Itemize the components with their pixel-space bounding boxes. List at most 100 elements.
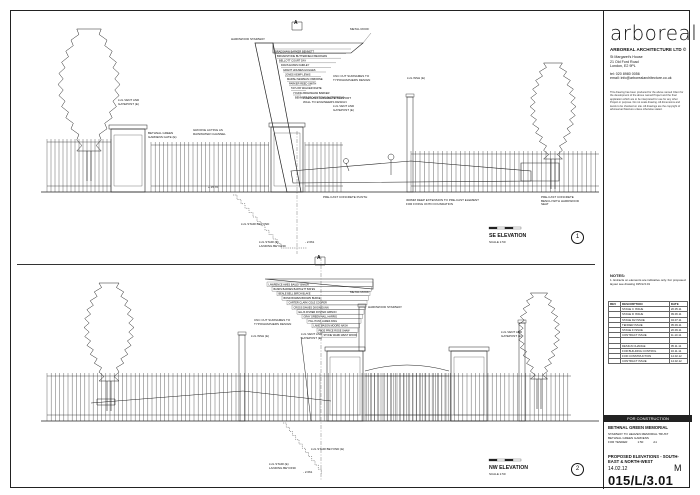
company-address: St Margaret's House 21 Old Ford Road Lon… (610, 55, 686, 81)
drawing-title: PROPOSED ELEVATIONS - SOUTH-EAST & NORTH… (608, 454, 679, 464)
se-section-box (291, 21, 303, 31)
company-name: ARBOREAL ARCHITECTURE LTD © (610, 47, 687, 52)
se-scale-bar-segment (488, 226, 498, 230)
level-marker-se-1: + 15.70 (208, 185, 219, 189)
nw-lul-stair (283, 422, 322, 474)
label-lul-stair-nw: LUL STAIR BEYOND (E) (311, 447, 345, 451)
contact-email: email: info@arborealarchitecture.co.uk (610, 76, 672, 81)
label-cnc-cut-nw: CNC CUT SURNAMES TO TYPOGRAPHERS DESIGN (254, 318, 292, 326)
nw-gatepost-left-panel (329, 356, 361, 416)
se-elevation-title: SE ELEVATION (489, 233, 527, 239)
label-lul-vent2-se: LUL VENT AND GATEPOST (E) (333, 104, 355, 112)
nw-lul-wsh (238, 334, 246, 422)
notes-heading: NOTES: (610, 273, 626, 278)
nw-surname-row: CARTER CLARK COLE COOPER (289, 302, 327, 305)
nw-scale-bar-segment (496, 458, 506, 462)
section-marker-se: A (294, 20, 298, 26)
se-lul-wash-cap (405, 93, 415, 98)
address-line: St Margaret's House (610, 55, 643, 59)
nw-section-box (314, 256, 326, 266)
revision-cell-desc: CONTRACT ISSUE (619, 358, 670, 365)
title-block: arboreal ARBOREAL ARCHITECTURE LTD © St … (603, 11, 697, 489)
label-lul-vent-nw: LUL VENT AND GATEPOST (E) (301, 332, 323, 340)
drawing-scale: 1:50 (637, 440, 644, 444)
nw-name-step (321, 332, 357, 338)
nw-surname-row: LAWRENCE AMES BAILEY BAKER (269, 283, 309, 286)
nw-surname-row: ELLIS FISHER FOSTER GIBSON (299, 311, 337, 314)
project-meta: STAIRWAY TO HEAVEN MEMORIAL TRUST BETHNA… (608, 432, 688, 444)
nw-gatepost-left (326, 350, 364, 422)
nw-scale-bar-segment (488, 458, 498, 462)
label-hardwood-stairway-nw: HARDWOOD STAIRWAY (368, 305, 403, 309)
se-figure-body (345, 162, 350, 172)
label-lul-vent-se: LUL VENT AND GATEPOST (E) (118, 98, 140, 106)
se-surname-row: JONES KEMP LEWIS (285, 72, 311, 76)
nw-scale-bar-segment (504, 458, 514, 462)
revision-cell-rev (608, 358, 621, 365)
nw-surname-row: HILL HUNT JAMES KING (309, 320, 338, 323)
level-marker-nw: - 2.661 (303, 470, 313, 474)
nw-surname-row: BANKS BARNES BARTLETT BATES (274, 288, 316, 291)
nw-gatepost-right (450, 350, 488, 422)
se-lul-stair (233, 194, 282, 248)
label-bench: PRE-CAST CONCRETE BENCH WITH HARDWOOD SE… (541, 195, 579, 207)
drawing-number: 015/L/3.01 (608, 473, 674, 488)
label-lul-wsh-nw: LUL WSH (E) (251, 334, 270, 338)
se-scale-bar-segment (504, 226, 514, 230)
client-name: STAIRWAY TO HEAVEN MEMORIAL TRUST (608, 432, 669, 436)
label-foundation-extension: 300MM DEEP EXTENSION TO PRE-CAST ELEMENT… (406, 198, 479, 206)
nw-scale-bar-segment (512, 458, 522, 462)
se-surname-row: MARSH NEWMAN OSBORNE (287, 77, 323, 81)
label-bethnal-gate: BETHNAL GREEN GARDENS GATE (E) (148, 131, 177, 139)
status-bar: FOR CONSTRUCTION (604, 415, 692, 422)
drawing-date: 14.02.12 (608, 466, 628, 472)
notes-text: 1. Extracts on elements are indicative o… (610, 278, 686, 286)
se-gatepost-centre-panel (273, 132, 301, 187)
se-elevation-number: 1 (571, 231, 584, 244)
se-surname-row: YOUNG BRADSHAW BARKER (293, 91, 330, 95)
tree-canopy (83, 282, 135, 382)
se-figure-head (343, 158, 349, 164)
label-hardwood-stairway-se: HARDWOOD STAIRWAY (231, 37, 266, 41)
label-lul-vent2-nw: LUL VENT AND GATEPOST (E) (501, 330, 523, 338)
disclaimer-text: This drawing has been produced for the a… (610, 91, 684, 112)
label-plinth: PRE-CAST CONCRETE PLINTH (323, 195, 368, 199)
address-line: 21 Old Ford Road (610, 59, 639, 64)
label-precast-wall: PRE-CAST CONCRETE SUPPORT WALL TO ENGINE… (303, 96, 352, 104)
nw-gatepost-right-cap (448, 346, 490, 352)
revision-letter: M (674, 463, 682, 473)
site-name: BETHNAL GREEN GARDENS (608, 436, 649, 440)
address-line: London, E2 9PL (610, 64, 636, 69)
label-groove: GROOVE ACTING AS RAINWATER CHANNEL (193, 128, 226, 136)
nw-gatepost-right-panel (453, 356, 485, 416)
label-metal-roof-nw: METAL ROOF (350, 290, 370, 294)
nw-surname-row: LANE MASON MOORE NASH (314, 325, 348, 328)
nw-ramp (90, 390, 332, 404)
revision-header-row: REV DESCRIPTION DATE (608, 300, 689, 308)
se-lul-wash (406, 96, 414, 193)
se-gatepost-left-panel (113, 134, 143, 187)
section-marker-nw: A (317, 255, 321, 261)
sheet-size: A1 (653, 440, 657, 444)
nw-bench (96, 398, 116, 406)
se-figure-head (387, 153, 395, 161)
nw-gate-arch (364, 364, 450, 372)
se-gatepost-centre (270, 126, 304, 193)
nw-surname-row: PAGE PRICE ROSE SHAW (319, 329, 351, 332)
company-logo: arboreal (610, 21, 698, 45)
se-surname-row: DAVIS EVANS FAIRLEY (281, 63, 310, 67)
se-scale-bar-segment (496, 226, 506, 230)
se-bench (520, 162, 560, 182)
label-metal-roof-se: METAL ROOF (350, 27, 370, 31)
nw-stair-support (300, 336, 312, 422)
nw-lul-vent-right-cap (517, 319, 527, 324)
se-roof-leader (362, 32, 372, 44)
nw-lul-vent-cap (357, 303, 367, 308)
label-lul-wsh-se: LUL WSH (E) (407, 76, 426, 80)
se-support-wall (254, 42, 302, 193)
